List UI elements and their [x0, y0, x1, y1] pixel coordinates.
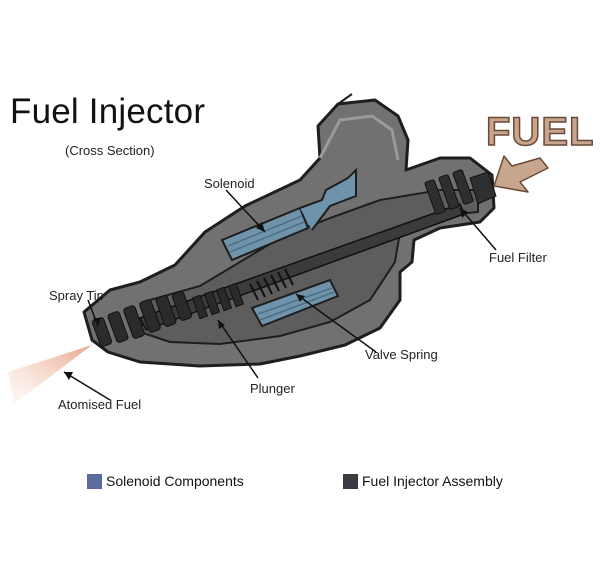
- fuel-direction-arrow: [493, 155, 549, 193]
- label-plunger: Plunger: [250, 381, 295, 396]
- label-spray-tip: Spray Tip: [49, 288, 104, 303]
- valve-spring-coils: [249, 268, 294, 301]
- legend-swatch: [87, 473, 102, 489]
- spray-cone: [8, 345, 92, 404]
- leader-arrowheads: [64, 208, 468, 380]
- diagram-subtitle: (Cross Section): [65, 143, 155, 158]
- fuel-label: FUEL: [485, 109, 595, 155]
- legend-label: Solenoid Components: [106, 473, 244, 489]
- plunger-ribs: [191, 282, 245, 320]
- legend-label: Fuel Injector Assembly: [362, 473, 503, 489]
- legend-item-solenoid-components: Solenoid Components: [87, 472, 244, 490]
- label-atomised-fuel: Atomised Fuel: [58, 397, 142, 412]
- spray-tip-nozzle: [91, 291, 193, 347]
- label-valve-spring: Valve Spring: [365, 347, 438, 362]
- fuel-filter: [424, 169, 497, 215]
- legend-swatch: [343, 473, 358, 489]
- diagram-title: Fuel Injector: [10, 92, 206, 131]
- legend-item-fuel-injector-assembly: Fuel Injector Assembly: [343, 472, 503, 490]
- label-solenoid: Solenoid: [204, 176, 255, 191]
- label-fuel-filter: Fuel Filter: [489, 250, 547, 265]
